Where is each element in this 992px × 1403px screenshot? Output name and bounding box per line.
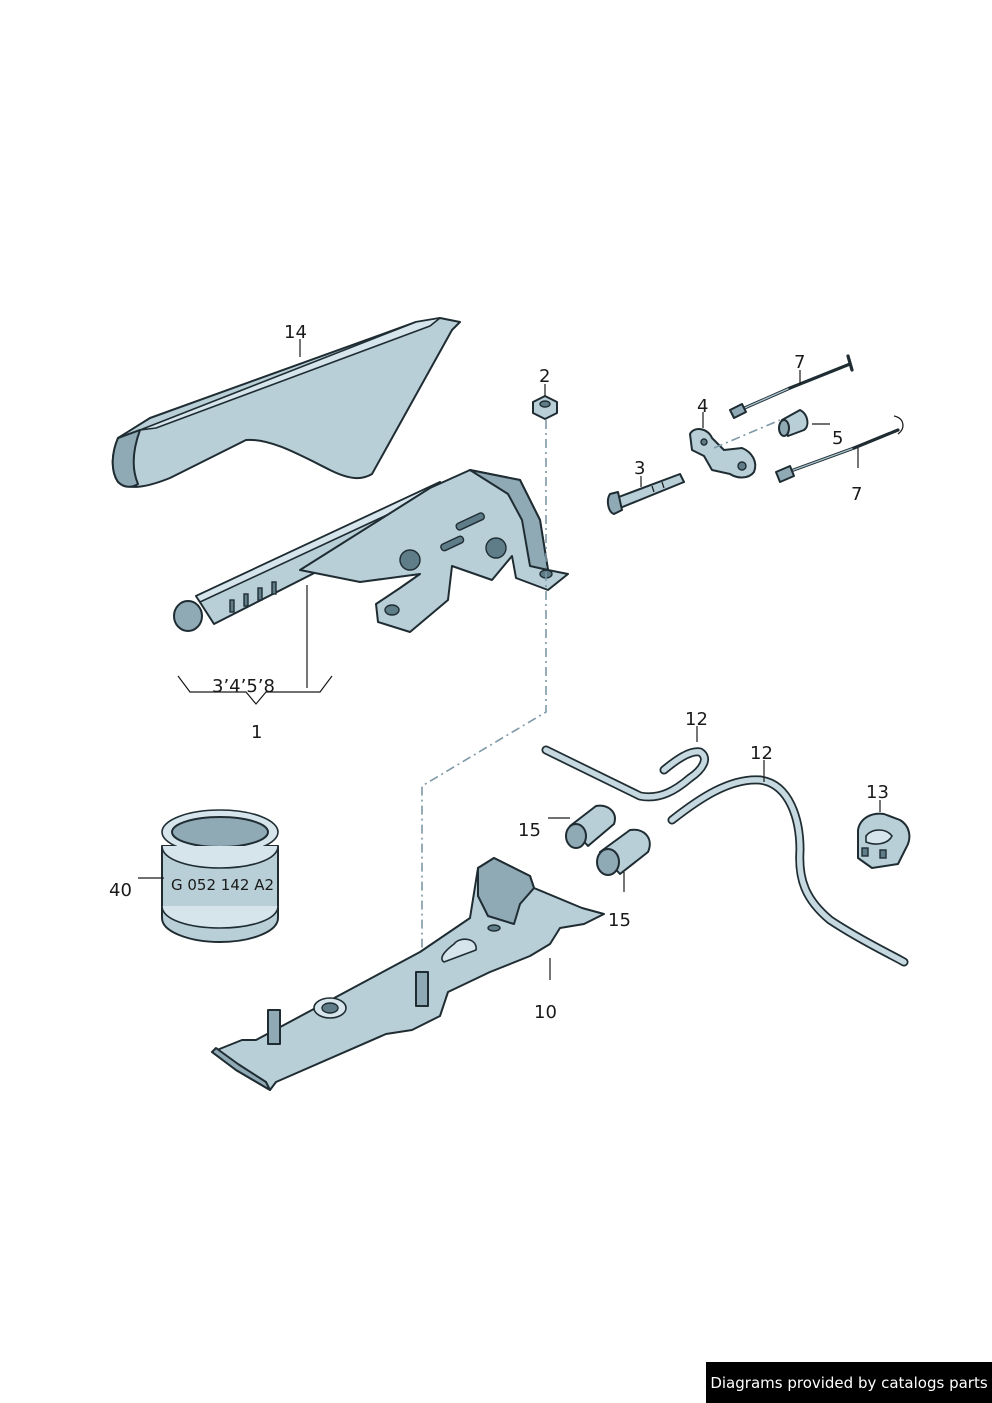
callout-14: 14: [284, 322, 307, 343]
assembly-line: [421, 420, 547, 968]
callout-13: 13: [866, 782, 889, 803]
footer-credit-text: Diagrams provided by catalogs parts: [710, 1373, 988, 1392]
mount-hole: [384, 604, 400, 616]
part-14-handle-grip[interactable]: [111, 317, 461, 488]
callout-40: 40: [109, 880, 132, 901]
bracket-slot: [455, 512, 485, 531]
part-13-clip[interactable]: [857, 812, 911, 869]
part-1-handbrake-lever[interactable]: [173, 469, 569, 633]
callout-1-sub: 3’4’5’8: [212, 676, 275, 697]
part-5-sleeve[interactable]: [778, 409, 809, 437]
callout-7b: 7: [851, 484, 862, 505]
bracket-1: [177, 675, 333, 705]
mounting-stud: [267, 971, 429, 1045]
part-10-mounting-plate[interactable]: [211, 857, 605, 1091]
callout-15a: 15: [518, 820, 541, 841]
rod-slot: [229, 599, 235, 613]
rod-slot: [257, 587, 263, 601]
footer-credit[interactable]: Diagrams provided by catalogs parts: [706, 1362, 992, 1403]
callout-4: 4: [697, 396, 708, 417]
callout-2: 2: [539, 366, 550, 387]
part-40-sealant-can[interactable]: G 052 142 A2: [161, 809, 279, 943]
part-12-tube-short[interactable]: [541, 745, 709, 802]
callout-12b: 12: [750, 743, 773, 764]
callout-5: 5: [832, 428, 843, 449]
pivot-hole: [399, 549, 421, 571]
sealant-can-label: G 052 142 A2: [171, 876, 274, 894]
equalizer-axis: [713, 419, 781, 449]
release-button: [173, 600, 203, 632]
part-7-brake-cable-upper[interactable]: [729, 354, 854, 419]
callout-15b: 15: [608, 910, 631, 931]
callout-12a: 12: [685, 709, 708, 730]
part-12-tube-long[interactable]: [667, 775, 909, 967]
callout-10: 10: [534, 1002, 557, 1023]
bracket-slot: [440, 535, 465, 552]
rod-slot: [243, 593, 249, 607]
part-15-cap-lower[interactable]: [596, 828, 651, 876]
pivot-hole: [485, 537, 507, 559]
part-7-brake-cable-lower[interactable]: [775, 415, 904, 483]
part-15-cap-upper[interactable]: [565, 804, 616, 849]
part-4-equalizer[interactable]: [689, 428, 757, 479]
part-2-nut[interactable]: [532, 395, 558, 420]
rod-slot: [271, 581, 277, 595]
part-3-pin[interactable]: [606, 473, 685, 515]
callout-3: 3: [634, 458, 645, 479]
callout-1: 1: [251, 722, 262, 743]
callout-7a: 7: [794, 352, 805, 373]
